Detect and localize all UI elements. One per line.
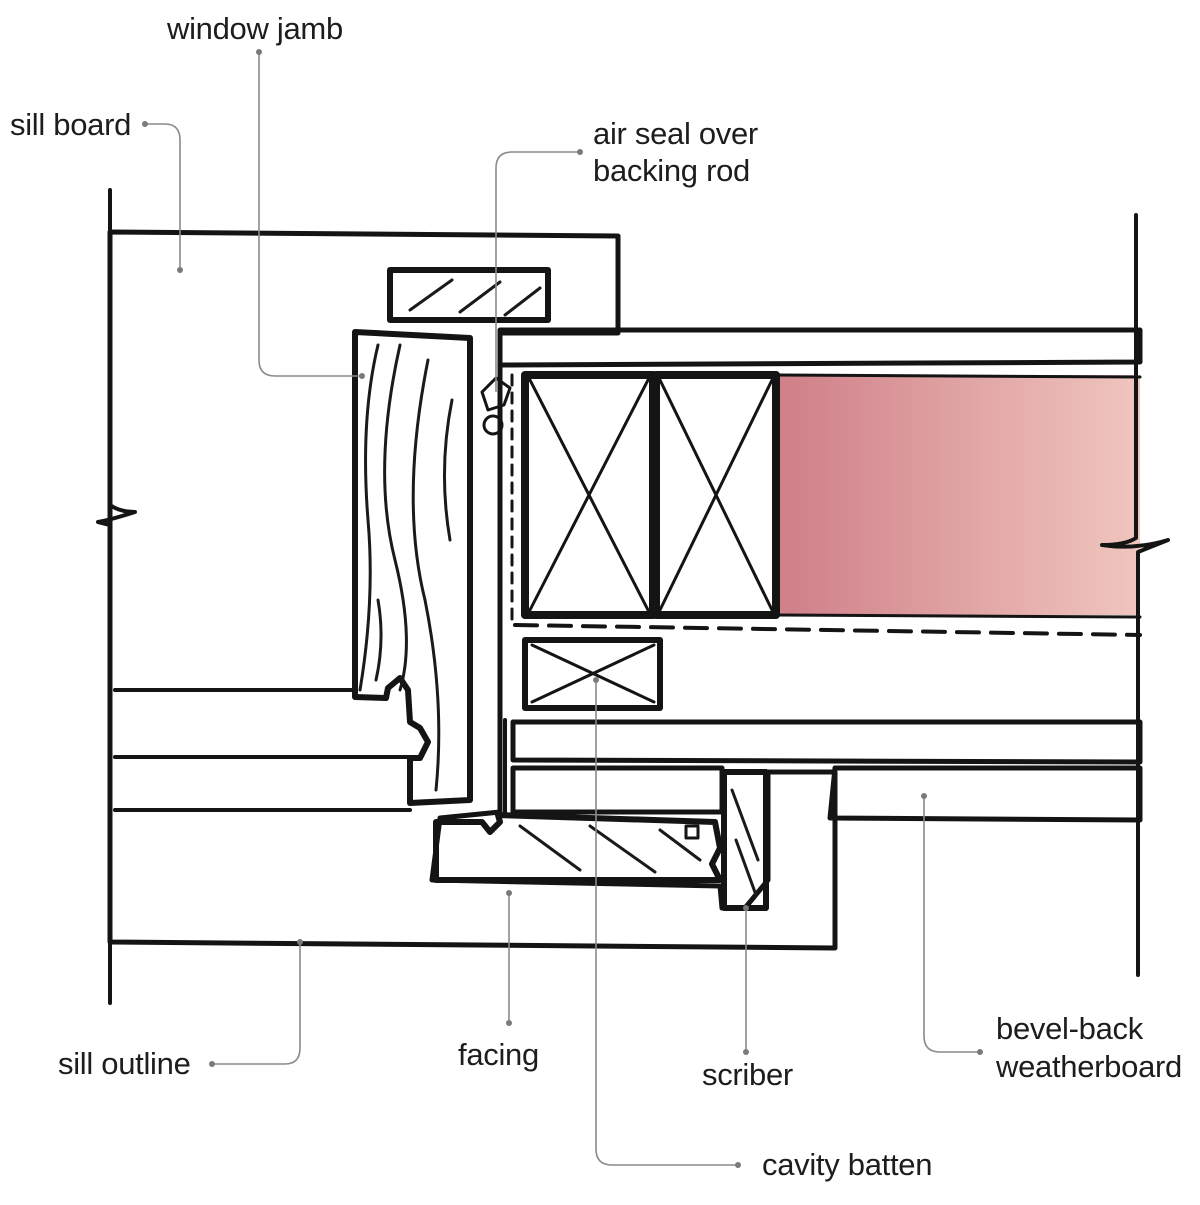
label-facing: facing <box>458 1037 539 1072</box>
wall-right-edge <box>1100 213 1170 977</box>
weatherboard-upper <box>510 719 1143 765</box>
label-sill-outline: sill outline <box>58 1046 191 1081</box>
label-air-seal-line1: air seal over <box>593 116 758 151</box>
air-seal <box>480 376 512 412</box>
wall-lining-board <box>497 327 1143 368</box>
window-jamb <box>352 329 473 806</box>
label-scriber: scriber <box>702 1057 793 1092</box>
backing-rod <box>482 414 504 436</box>
cavity-batten-block <box>522 637 663 711</box>
weatherboard-lower <box>510 765 725 815</box>
window-stop-block <box>387 267 551 323</box>
bevel-back-weatherboard-shape <box>827 765 1143 823</box>
insulation-batt <box>778 375 1140 615</box>
label-air-seal-line2: backing rod <box>593 153 750 188</box>
stud-right <box>652 371 780 619</box>
label-bevel-back-line1: bevel-back <box>996 1011 1143 1046</box>
label-cavity-batten: cavity batten <box>762 1147 933 1182</box>
building-wrap <box>513 623 1142 637</box>
label-bevel-back-line2: weatherboard <box>996 1049 1182 1084</box>
label-sill-board: sill board <box>10 107 132 142</box>
label-window-jamb: window jamb <box>167 11 343 46</box>
sill-left-edge <box>96 188 137 1005</box>
facing-board <box>433 812 723 883</box>
